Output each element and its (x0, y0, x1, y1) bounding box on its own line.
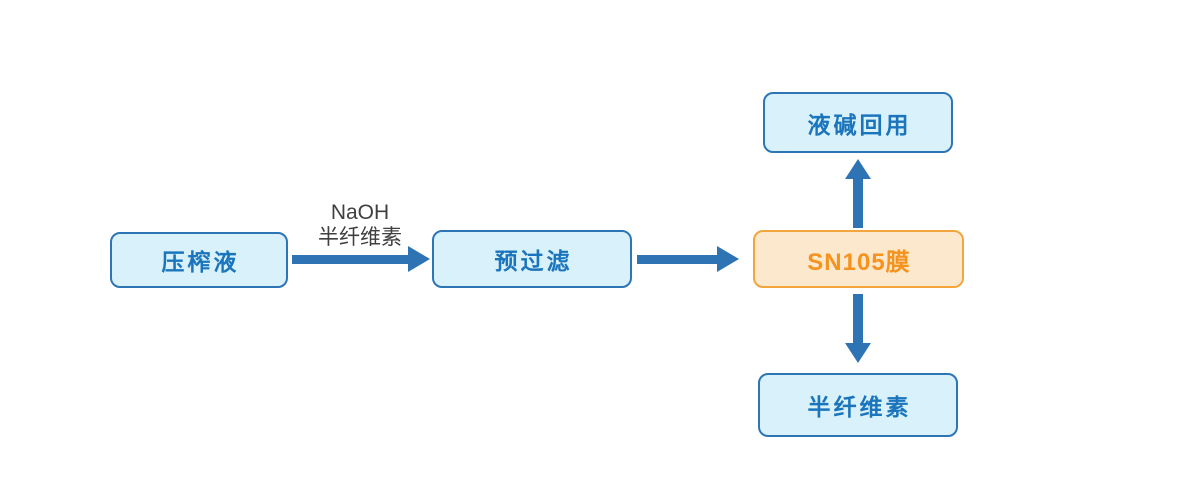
arrow-press-to-prefilter-head-icon (408, 246, 430, 272)
arrow-sn105-to-alkali-head-icon (845, 159, 871, 179)
node-pre-filter-label: 预过滤 (494, 248, 573, 274)
arrow-press-to-prefilter-shaft (292, 255, 408, 264)
arrow-prefilter-to-sn105-shaft (637, 255, 717, 264)
node-hemicellulose: 半纤维素 (758, 373, 958, 437)
node-hemicellulose-label: 半纤维素 (807, 394, 912, 420)
node-press-liquid: 压榨液 (110, 232, 288, 288)
node-pre-filter: 预过滤 (432, 230, 632, 288)
edge-label-line2: 半纤维素 (318, 226, 402, 249)
arrow-prefilter-to-sn105-head-icon (717, 246, 739, 272)
node-sn105-membrane: SN105膜 (753, 230, 964, 288)
node-sn105-membrane-label: SN105膜 (807, 248, 911, 276)
edge-label-naoh-hemicellulose: NaOH 半纤维素 (278, 200, 442, 250)
node-alkali-reuse-label: 液碱回用 (807, 111, 912, 138)
node-alkali-reuse: 液碱回用 (763, 92, 953, 153)
arrow-sn105-to-alkali-shaft (853, 179, 863, 228)
arrow-sn105-to-hemicellulose-shaft (853, 294, 863, 343)
arrow-sn105-to-hemicellulose-head-icon (845, 343, 871, 363)
node-press-liquid-label: 压榨液 (161, 249, 240, 275)
edge-label-line1: NaOH (330, 201, 390, 224)
